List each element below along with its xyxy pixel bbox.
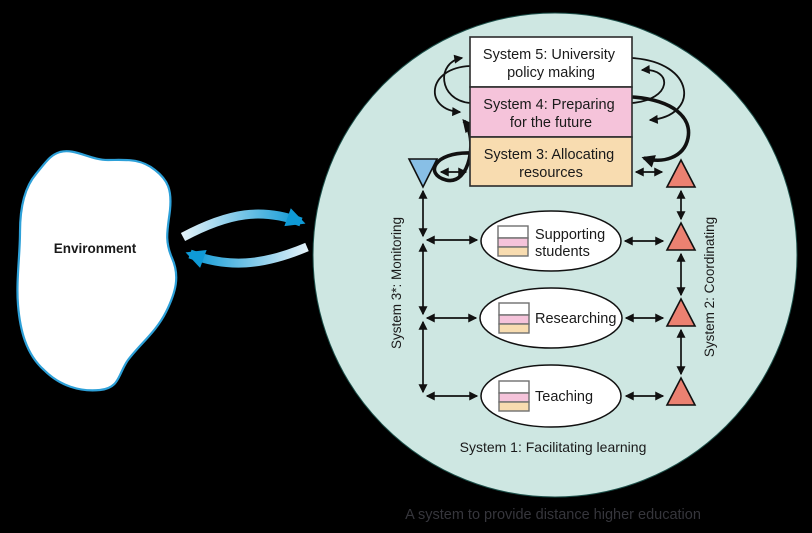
coordinating-triangles xyxy=(665,158,697,406)
system3-box xyxy=(469,136,633,187)
diagram-caption: A system to provide distance higher educ… xyxy=(405,507,701,523)
icon-band-white xyxy=(498,302,530,316)
icon-band-tan xyxy=(498,401,530,412)
environment-label: Environment xyxy=(54,241,137,256)
s4-to-s5-arc-left xyxy=(443,54,471,104)
system-box-stack: System 5: University policy making Syste… xyxy=(469,36,633,187)
system4-label-line1: System 4: Preparing xyxy=(483,97,614,113)
monitoring-channel-label: System 3*: Monitoring xyxy=(389,217,404,349)
environment-cloud-outline xyxy=(16,150,178,392)
system1-label: System 1: Facilitating learning xyxy=(460,439,647,455)
env-to-system-arrow-icon xyxy=(180,208,306,241)
coordinating-triangle-icon-3 xyxy=(665,297,697,327)
teaching-stack-icon xyxy=(498,380,530,412)
teaching-label: Teaching xyxy=(535,389,593,405)
system4-label-line2: for the future xyxy=(510,115,592,131)
system5-label: System 5: University policy making xyxy=(483,47,619,81)
system3-label-line1: System 3: Allocating xyxy=(484,147,615,163)
researching-label: Researching xyxy=(535,311,616,327)
supporting-students-label: Supporting students xyxy=(535,227,609,260)
system3-label: System 3: Allocating resources xyxy=(484,147,619,181)
operation-ellipses: Supporting students Researching Teaching xyxy=(479,210,623,428)
icon-band-tan xyxy=(498,323,530,334)
s5-to-s4-arc-right xyxy=(631,57,686,124)
environment-cloud xyxy=(17,151,177,391)
system5-box xyxy=(469,36,633,88)
system5-label-line2: policy making xyxy=(507,65,595,81)
icon-band-pink xyxy=(497,237,529,248)
icon-band-tan xyxy=(497,246,529,257)
system-to-env-arrow-icon xyxy=(185,242,309,268)
system3-label-line2: resources xyxy=(519,165,583,181)
homeostat-arrows-right xyxy=(631,57,691,168)
system4-box xyxy=(469,86,633,138)
s4-to-s3-loop-right xyxy=(631,95,691,168)
supporting-label-line1: Supporting xyxy=(535,227,605,243)
coordinating-channel-label: System 2: Coordinating xyxy=(702,217,717,357)
system5-label-line1: System 5: University xyxy=(483,47,616,63)
supporting-stack-icon xyxy=(497,225,529,257)
icon-band-white xyxy=(497,225,529,239)
monitoring-triangle-icon xyxy=(407,158,439,189)
s5-to-s4-arc-left xyxy=(434,65,471,117)
coordinating-triangle-icon-4 xyxy=(665,376,697,406)
researching-stack-icon xyxy=(498,302,530,334)
supporting-label-line2: students xyxy=(535,244,590,260)
s4-to-s5-arc-right xyxy=(631,65,666,104)
coordinating-triangle-icon-1 xyxy=(665,158,697,188)
icon-band-white xyxy=(498,380,530,394)
icon-band-pink xyxy=(498,314,530,325)
channel-arrows xyxy=(418,167,686,401)
system4-label: System 4: Preparing for the future xyxy=(483,97,618,131)
coordinating-triangle-icon-2 xyxy=(665,221,697,251)
icon-band-pink xyxy=(498,392,530,403)
